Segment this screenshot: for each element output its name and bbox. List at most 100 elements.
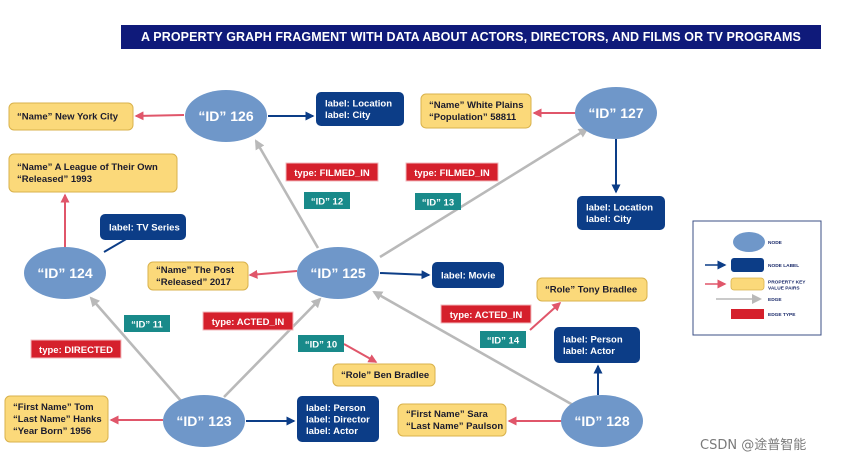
node-ellipse [163,395,245,447]
label-text: label: Movie [441,270,495,281]
property-box-pbe14: “Role” Tony Bradlee [536,277,648,302]
watermark: CSDN @途普智能 [700,438,807,453]
property-box-bg [4,395,109,443]
edge-id-i12: “ID” 12 [304,192,350,209]
node-id-text: “ID” 124 [37,265,92,281]
edge-id-bg [298,335,344,352]
property-text: “Role” Tony Bradlee [545,285,637,296]
edge-id-bg [480,331,526,348]
label-text: label: Director [306,414,370,425]
edge-id-text: “ID” 10 [305,340,337,351]
node-n127: “ID” 127 [575,87,657,139]
edge-e12 [254,139,320,249]
legend-item-edgetype: EDGE TYPE [731,309,796,319]
edge-e11 [89,296,183,403]
node-id-text: “ID” 125 [310,265,365,281]
label-box-bg [577,196,665,230]
legend-label-swatch [731,258,764,272]
property-text: “Year Born” 1956 [13,426,91,437]
edge-id-bg [124,315,170,332]
edge-type-bg [285,162,379,182]
edge-type-t14: type: ACTED_IN [440,304,532,324]
edge-id-text: “ID” 14 [487,336,520,347]
property-box-bg [536,277,648,302]
property-text: “Last Name” Paulson [406,421,503,432]
property-text: “Name” A League of Their Own [17,162,158,173]
property-text: “Name” New York City [17,112,119,123]
property-text: “Released” 1993 [17,174,92,185]
legend-item-edge: EDGE [716,294,782,304]
property-arrow-e10 [343,343,378,363]
legend-node-swatch [733,232,765,252]
edge-e13 [379,127,589,259]
node-id-text: “ID” 127 [588,105,643,121]
node-ellipse [185,90,267,142]
property-box-pb126: “Name” New York City [8,102,134,131]
legend-item-node: NODE [733,232,783,252]
property-box-pb123: “First Name” Tom“Last Name” Hanks“Year B… [4,395,109,443]
node-n128: “ID” 128 [561,395,643,447]
property-box-pb128: “First Name” Sara“Last Name” Paulson [397,403,507,437]
node-id-text: “ID” 123 [176,413,231,429]
node-label-box-lb125: label: Movie [432,262,504,288]
label-arrow-n125 [379,270,431,280]
edge-type-text: type: ACTED_IN [212,317,285,328]
property-arrow-n125 [248,269,298,279]
property-text: “Name” The Post [156,265,235,276]
node-n123: “ID” 123 [163,395,245,447]
diagram-title: A PROPERTY GRAPH FRAGMENT WITH DATA ABOU… [121,25,821,49]
edge-type-bg [405,162,499,182]
property-text: “Name” White Plains [429,100,524,111]
node-n124: “ID” 124 [24,247,106,299]
property-arrow-n126 [134,111,185,121]
node-ellipse [575,87,657,139]
property-box-pbe10: “Role” Ben Bradlee [332,363,436,387]
legend-text: NODE [768,240,783,246]
edge-e14 [372,290,574,407]
property-box-bg [8,153,178,193]
property-box-bg [147,261,249,291]
label-text: label: City [586,214,632,225]
legend-text: EDGE [768,297,782,303]
node-label-box-lb124: label: TV Series [100,214,186,240]
legend-text: EDGE TYPE [768,312,796,318]
edge-id-text: “ID” 13 [422,198,454,209]
node-ellipse [24,247,106,299]
edge-type-text: type: DIRECTED [39,345,113,356]
node-n126: “ID” 126 [185,90,267,142]
edge-id-text: “ID” 12 [311,197,343,208]
edge-type-t13: type: FILMED_IN [405,162,499,182]
node-ellipse [561,395,643,447]
legend-text: NODE LABEL [768,263,799,269]
label-text: label: Person [306,403,366,414]
node-id-text: “ID” 128 [574,413,629,429]
edge-id-i13: “ID” 13 [415,193,461,210]
edge-type-t12: type: FILMED_IN [285,162,379,182]
edge-id-i10: “ID” 10 [298,335,344,352]
property-text: “Released” 2017 [156,277,231,288]
legend-item-label: NODE LABEL [705,258,799,272]
edge-type-t11: type: DIRECTED [30,339,122,359]
property-text: “Population” 58811 [429,112,517,123]
edge-id-i11: “ID” 11 [124,315,170,332]
property-text: “Last Name” Hanks [13,414,102,425]
label-box-bg [554,327,640,363]
edge-type-bg [202,311,294,331]
label-box-bg [432,262,504,288]
edge-type-text: type: FILMED_IN [294,168,370,179]
property-text: “Role” Ben Bradlee [341,370,429,381]
label-text: label: TV Series [109,222,180,233]
label-box-bg [297,396,379,442]
legend-edge-type-swatch [731,309,764,319]
edges-layer [60,108,621,426]
property-box-bg [8,102,134,131]
label-text: label: Location [325,99,392,110]
